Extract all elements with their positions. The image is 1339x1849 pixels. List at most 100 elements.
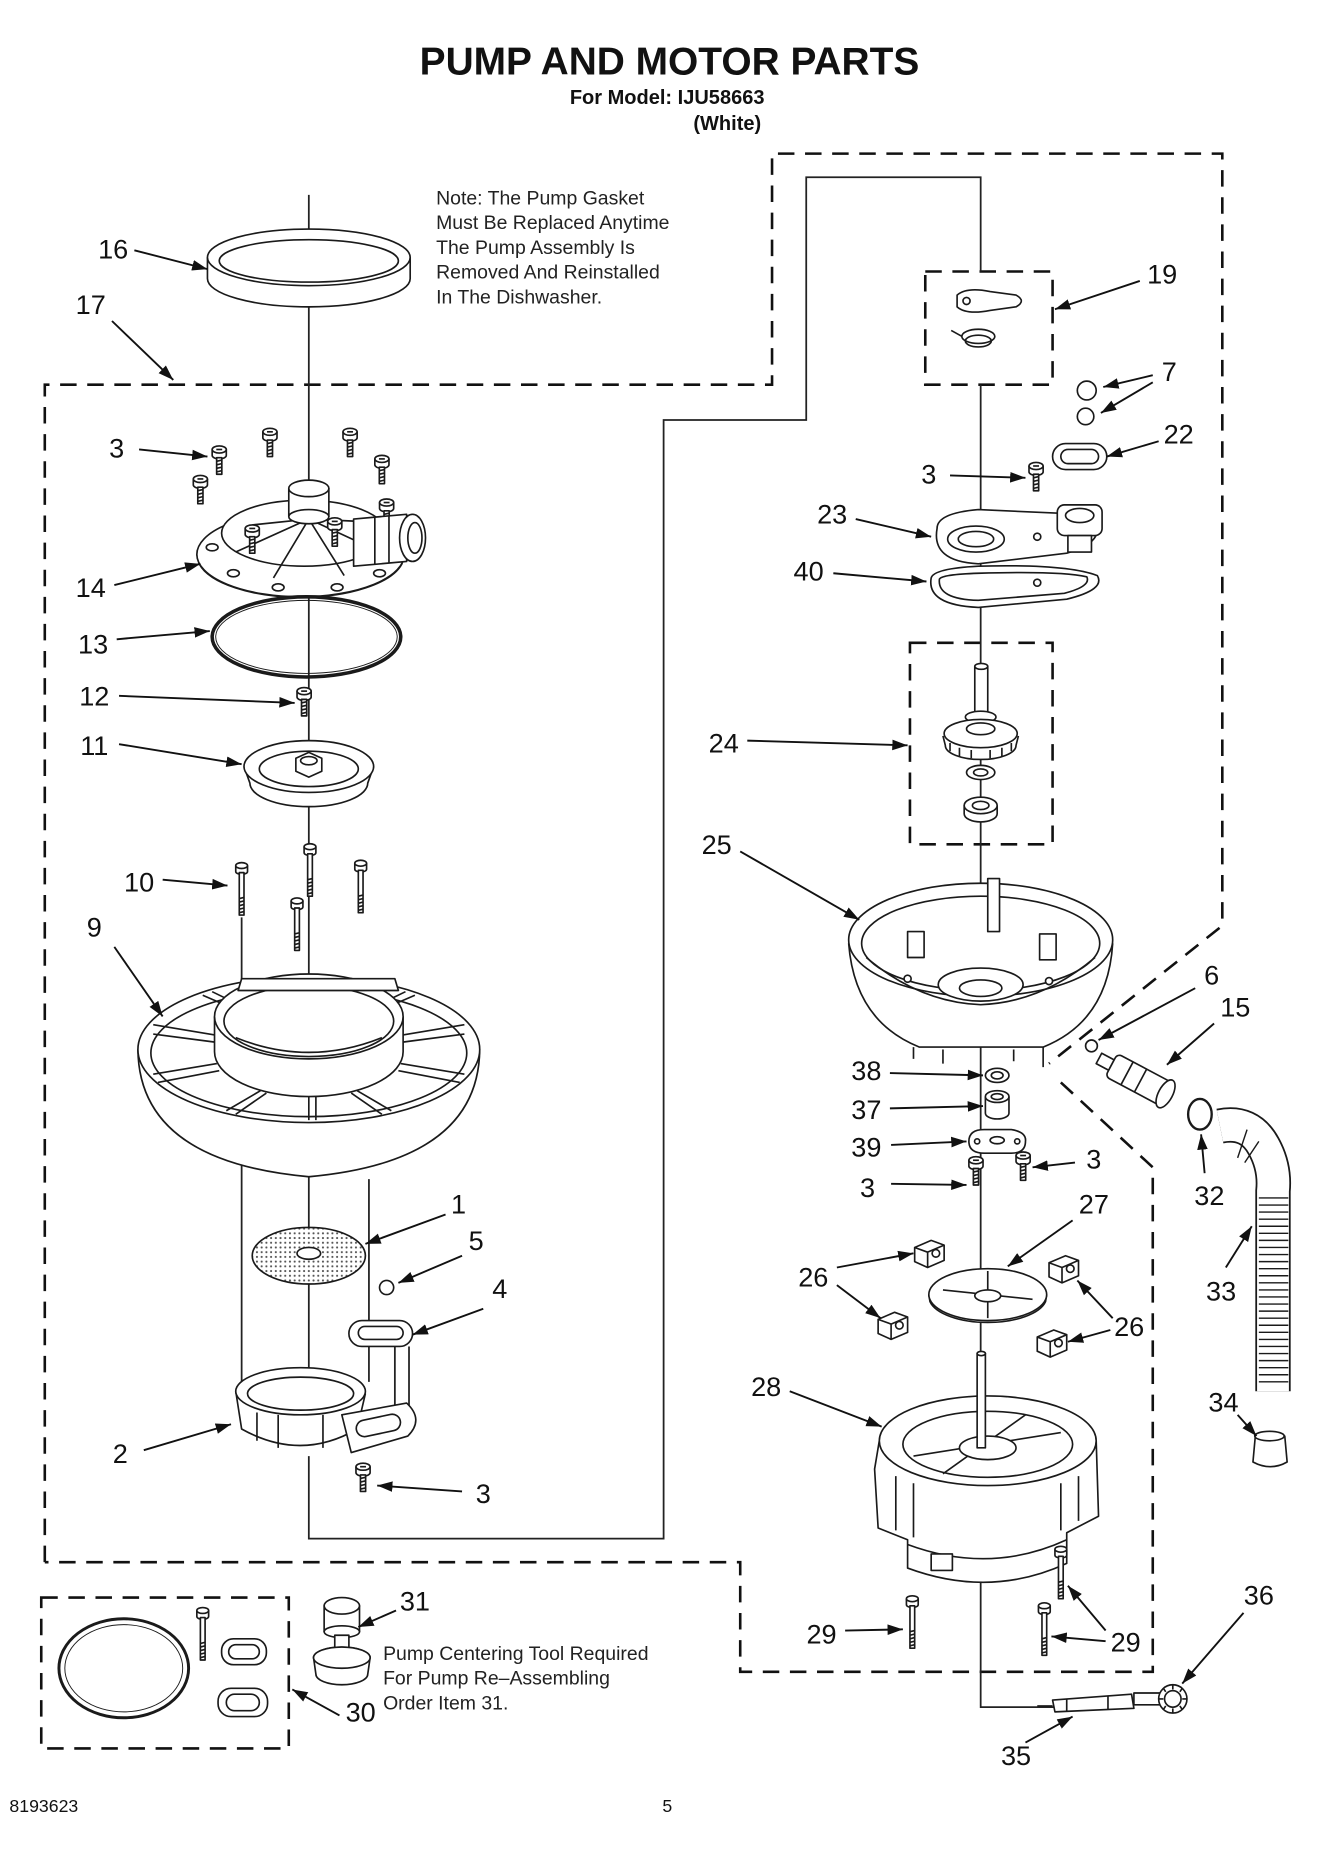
page-title: PUMP AND MOTOR PARTS <box>420 41 920 84</box>
note-line: Note: The Pump Gasket <box>436 187 645 209</box>
callout-37: 37 <box>851 1094 881 1125</box>
leader-arrow <box>116 627 210 641</box>
callout-26: 26 <box>1114 1311 1144 1342</box>
part-31-drawing <box>312 1596 371 1686</box>
kit-box-30 <box>39 1596 291 1750</box>
page-number: 5 <box>662 1796 672 1816</box>
callout-1: 1 <box>451 1188 466 1219</box>
part-7-drawing <box>1076 380 1098 426</box>
part-6-drawing <box>1084 1039 1099 1053</box>
callout-17: 17 <box>76 289 106 320</box>
callout-34: 34 <box>1208 1386 1238 1417</box>
leader-arrow <box>412 1307 484 1336</box>
callout-14: 14 <box>76 572 106 603</box>
part-23-drawing <box>935 504 1103 565</box>
callout-24: 24 <box>709 727 739 758</box>
leader-arrow <box>1054 280 1141 311</box>
leader-arrow <box>836 1284 882 1319</box>
leader-arrow <box>845 1624 903 1635</box>
callout-7: 7 <box>1162 356 1177 387</box>
callout-13: 13 <box>78 628 108 659</box>
callout-30: 30 <box>346 1696 376 1727</box>
leader-arrow <box>739 850 860 921</box>
leader-arrow <box>162 878 228 890</box>
part-3-screw <box>355 1462 371 1493</box>
model-color: (White) <box>693 113 761 135</box>
part-32-drawing <box>1186 1097 1213 1131</box>
leader-arrow <box>119 694 295 708</box>
callout-12: 12 <box>79 680 109 711</box>
note-line: Removed And Reinstalled <box>436 262 660 284</box>
leader-arrow <box>113 946 164 1017</box>
leader-arrow <box>1007 1219 1074 1268</box>
callout-16: 16 <box>98 234 128 265</box>
part-11-drawing <box>243 739 375 808</box>
part-3-screw <box>1028 461 1044 492</box>
part-15-drawing <box>1095 1052 1176 1109</box>
callout-11: 11 <box>80 730 108 761</box>
part-36-drawing <box>1133 1683 1188 1714</box>
leader-arrow <box>1106 440 1159 458</box>
leader-arrow <box>1032 1160 1076 1171</box>
part-35-drawing <box>1037 1693 1135 1713</box>
callout-35: 35 <box>1001 1740 1031 1771</box>
gasket-note: Note: The Pump Gasket Must Be Replaced A… <box>436 187 669 308</box>
callout-36: 36 <box>1244 1580 1274 1611</box>
centering-tool-note: Pump Centering Tool Required For Pump Re… <box>383 1643 648 1715</box>
part-2-drawing <box>234 1366 417 1454</box>
callout-23: 23 <box>817 499 847 530</box>
leader-arrow <box>138 448 208 461</box>
leader-arrow <box>143 1423 232 1452</box>
tool-note-line: Order Item 31. <box>383 1693 508 1715</box>
note-line: Must Be Replaced Anytime <box>436 212 669 234</box>
center-axis-right <box>979 384 1055 1709</box>
leader-arrow <box>1051 1632 1106 1644</box>
part-5-drawing <box>378 1279 395 1296</box>
leader-arrow <box>1181 1612 1245 1685</box>
callout-4: 4 <box>492 1273 507 1304</box>
callout-40: 40 <box>794 555 824 586</box>
note-line: In The Dishwasher. <box>436 286 602 308</box>
leader-arrow <box>365 1213 446 1245</box>
document-number: 8193623 <box>9 1796 78 1816</box>
part-39-drawing <box>968 1128 1027 1154</box>
part-10-bolt-set <box>234 842 368 952</box>
part-19-drawing <box>950 289 1023 348</box>
callout-9: 9 <box>87 911 102 942</box>
leader-arrow <box>1076 1279 1114 1319</box>
callout-29: 29 <box>1111 1627 1141 1658</box>
note-line: The Pump Assembly Is <box>436 237 635 259</box>
leader-arrow <box>789 1390 883 1428</box>
part-9-drawing <box>137 973 481 1178</box>
callout-22: 22 <box>1164 419 1194 450</box>
callout-15: 15 <box>1220 991 1250 1022</box>
leader-arrow <box>889 1069 984 1081</box>
leader-arrow <box>1197 1134 1208 1174</box>
leader-arrow <box>891 1136 967 1148</box>
tool-note-line: Pump Centering Tool Required <box>383 1643 648 1665</box>
callout-33: 33 <box>1206 1276 1236 1307</box>
connection-line <box>307 176 982 1540</box>
leader-arrow <box>291 1688 340 1717</box>
part-37-drawing <box>984 1089 1010 1120</box>
callout-10: 10 <box>124 866 154 897</box>
callout-3: 3 <box>921 459 936 490</box>
leader-arrow <box>950 471 1026 483</box>
part-22-drawing <box>1051 442 1108 471</box>
callout-38: 38 <box>851 1055 881 1086</box>
leader-arrow <box>114 562 201 586</box>
leader-arrow <box>1236 1414 1258 1437</box>
part-13-drawing <box>210 595 403 679</box>
callout-27: 27 <box>1079 1188 1109 1219</box>
assembly-boundary-lower <box>44 1081 1155 1674</box>
part-24-drawing <box>942 662 1020 823</box>
leader-arrow <box>118 743 242 767</box>
callout-32: 32 <box>1194 1180 1224 1211</box>
callout-6: 6 <box>1204 960 1219 991</box>
part-28-drawing <box>873 1350 1100 1584</box>
leader-arrow <box>357 1609 397 1628</box>
part-27-drawing <box>927 1267 1048 1324</box>
leader-arrow <box>1100 381 1154 414</box>
leader-arrow <box>377 1481 463 1493</box>
leader-arrow <box>1067 1585 1107 1632</box>
